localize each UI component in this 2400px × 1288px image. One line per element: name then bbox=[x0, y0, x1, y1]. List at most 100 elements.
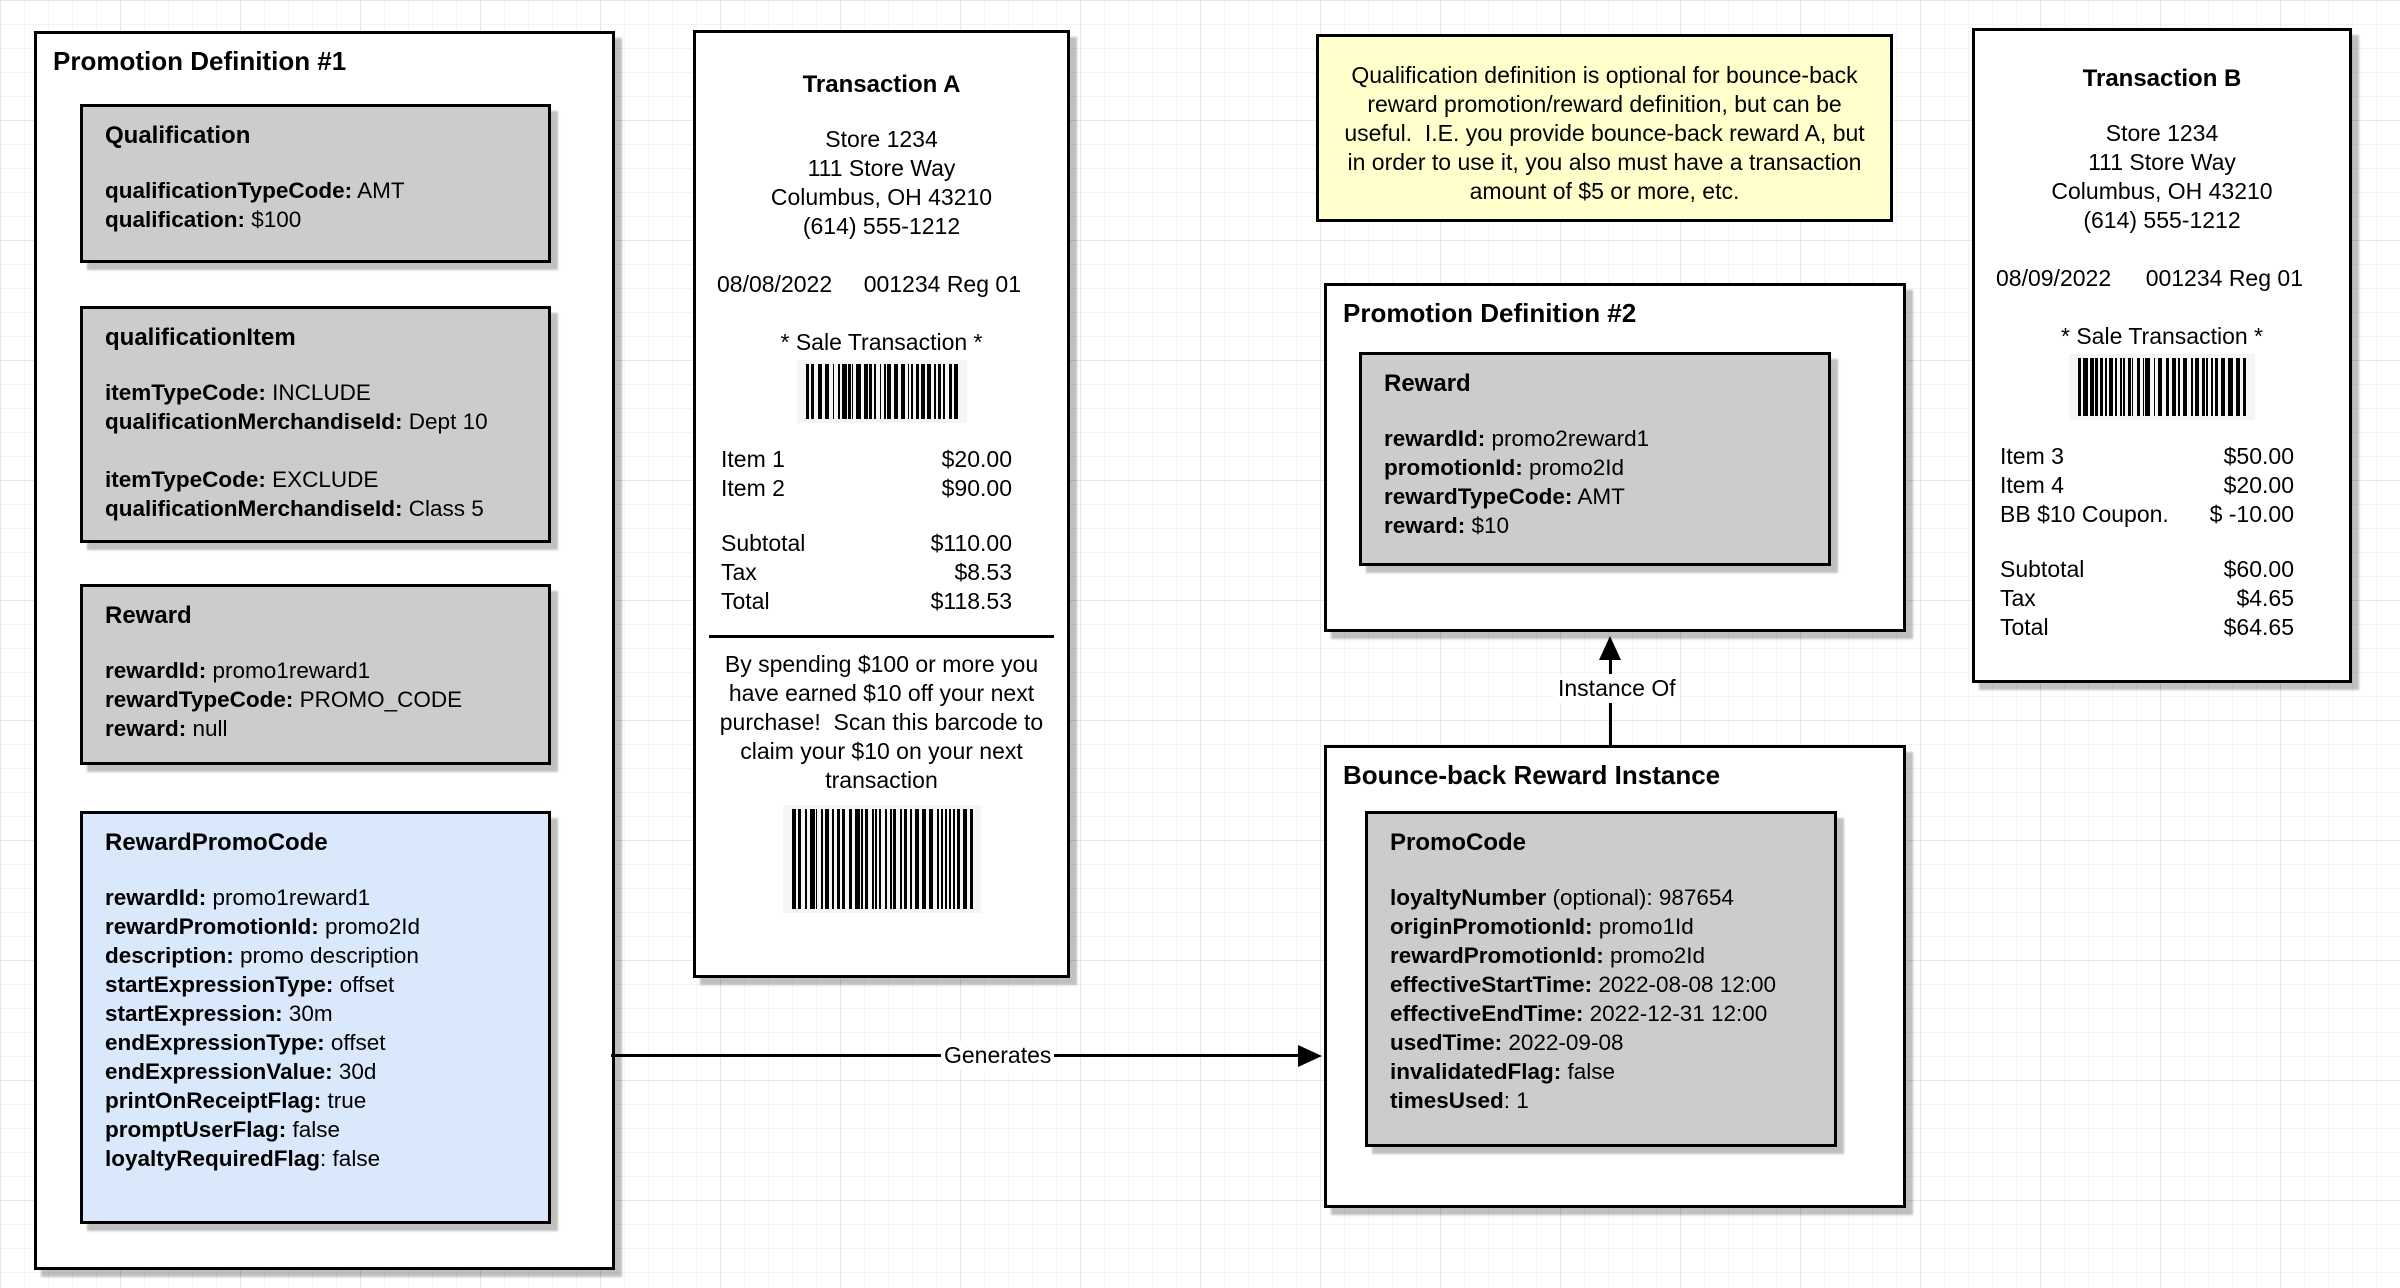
receipt-row-label: Total bbox=[721, 588, 770, 614]
reward-panel-1-fields: rewardId: promo1reward1 rewardTypeCode: P… bbox=[105, 656, 530, 743]
qualification-panel: Qualification qualificationTypeCode: AMT… bbox=[80, 104, 551, 263]
spacer bbox=[1975, 293, 2349, 322]
field-line: originPromotionId: promo1Id bbox=[1390, 914, 1694, 939]
promotion-definition-1-title: Promotion Definition #1 bbox=[53, 46, 347, 76]
qualification-panel-title: Qualification bbox=[105, 122, 251, 149]
transaction-a-sale-header: * Sale Transaction * bbox=[780, 329, 983, 355]
receipt-row-label: Item 4 bbox=[2000, 472, 2064, 498]
receipt-row-label: Total bbox=[2000, 614, 2049, 640]
field-line: qualificationMerchandiseId: Class 5 bbox=[105, 496, 484, 521]
field-line: timesUsed: 1 bbox=[1390, 1088, 1529, 1113]
spacer bbox=[1975, 93, 2349, 119]
transaction-b-receipt: Transaction B Store 1234 111 Store Way C… bbox=[1972, 28, 2352, 683]
receipt-row: BB $10 Coupon. $ -10.00 bbox=[2000, 500, 2294, 529]
receipt-row: Item 3$50.00 bbox=[2000, 442, 2294, 471]
field-line: description: promo description bbox=[105, 943, 419, 968]
field-line: startExpressionType: offset bbox=[105, 972, 395, 997]
spacer bbox=[1975, 235, 2349, 264]
receipt-row: Total$118.53 bbox=[721, 587, 1012, 616]
reward-promo-code-panel-title: RewardPromoCode bbox=[105, 829, 328, 856]
field-line: rewardPromotionId: promo2Id bbox=[1390, 943, 1706, 968]
field-line: loyaltyRequiredFlag: false bbox=[105, 1146, 381, 1171]
field-line: itemTypeCode: INCLUDE bbox=[105, 380, 371, 405]
transaction-b-address: Store 1234 111 Store Way Columbus, OH 43… bbox=[2051, 120, 2273, 233]
qualification-item-panel-title: qualificationItem bbox=[105, 324, 296, 351]
transaction-a-address: Store 1234 111 Store Way Columbus, OH 43… bbox=[770, 126, 993, 239]
receipt-row-amount: $110.00 bbox=[930, 530, 1012, 556]
receipt-row-amount: $4.65 bbox=[2236, 585, 2294, 611]
generates-arrow-label: Generates bbox=[941, 1041, 1055, 1070]
field-line: reward: null bbox=[105, 716, 228, 741]
field-line: rewardId: promo1reward1 bbox=[105, 658, 371, 683]
field-line: rewardTypeCode: PROMO_CODE bbox=[105, 687, 463, 712]
bounce-back-reward-instance-title: Bounce-back Reward Instance bbox=[1343, 760, 1721, 790]
transaction-a-title: Transaction A bbox=[802, 71, 961, 98]
transaction-b-register: 001234 Reg 01 bbox=[2145, 265, 2303, 291]
receipt-row: Item 2$90.00 bbox=[721, 474, 1012, 503]
spacer bbox=[696, 423, 1067, 445]
field-line: rewardId: promo2reward1 bbox=[1384, 426, 1650, 451]
receipt-row: Tax $4.65 bbox=[2000, 584, 2294, 613]
reward-panel-1: Reward rewardId: promo1reward1 rewardType… bbox=[80, 584, 551, 765]
field-line: promptUserFlag: false bbox=[105, 1117, 341, 1142]
bounce-back-reward-instance-box: Bounce-back Reward Instance PromoCode lo… bbox=[1324, 745, 1906, 1208]
receipt-row-label: BB $10 Coupon. bbox=[2000, 501, 2169, 527]
receipt-row-label: Item 1 bbox=[721, 446, 785, 472]
receipt-row-amount: $90.00 bbox=[941, 475, 1012, 501]
transaction-b-sale-header: * Sale Transaction * bbox=[2060, 323, 2263, 349]
field-line: startExpression: 30m bbox=[105, 1001, 333, 1026]
field-line: effectiveStartTime: 2022-08-08 12:00 bbox=[1390, 972, 1777, 997]
promotion-definition-2-box: Promotion Definition #2 Reward rewardId:… bbox=[1324, 283, 1906, 632]
field-line: qualificationTypeCode: AMT bbox=[105, 178, 405, 203]
promo-code-fields: loyaltyNumber (optional): 987654 originPr… bbox=[1390, 883, 1816, 1115]
instance-of-arrow-head bbox=[1599, 636, 1621, 660]
transaction-a-date: 08/08/2022 bbox=[717, 271, 833, 297]
spacer bbox=[1975, 529, 2349, 555]
spacer bbox=[696, 241, 1067, 270]
spacer bbox=[696, 299, 1067, 328]
field-line: printOnReceiptFlag: true bbox=[105, 1088, 367, 1113]
instance-of-arrow-label: Instance Of bbox=[1555, 674, 1679, 703]
transaction-barcode bbox=[796, 360, 967, 423]
receipt-row: Item 1 $20.00 bbox=[721, 445, 1012, 474]
receipt-row-label: Tax bbox=[2000, 585, 2036, 611]
reward-panel-2-title: Reward bbox=[1384, 370, 1471, 397]
transaction-a-register-line: 08/08/2022 001234 Reg 01 bbox=[696, 270, 1067, 299]
spacer bbox=[696, 99, 1067, 125]
promotion-definition-1-box: Promotion Definition #1 Qualification qu… bbox=[34, 31, 615, 1270]
field-line: itemTypeCode: EXCLUDE bbox=[105, 467, 379, 492]
transaction-a-receipt: Transaction A Store 1234 111 Store Way C… bbox=[693, 30, 1070, 978]
receipt-row-label: Subtotal bbox=[721, 530, 806, 556]
receipt-row-amount: $20.00 bbox=[941, 446, 1012, 472]
field-line: rewardId: promo1reward1 bbox=[105, 885, 371, 910]
receipt-row: Total $64.65 bbox=[2000, 613, 2294, 642]
receipt-divider bbox=[709, 635, 1054, 638]
receipt-row-amount: $8.53 bbox=[954, 559, 1012, 585]
receipt-row-amount: $60.00 bbox=[2223, 556, 2294, 582]
reward-promo-code-panel: RewardPromoCode rewardId: promo1reward1 r… bbox=[80, 811, 551, 1224]
qualification-item-panel: qualificationItem itemTypeCode: INCLUDE q… bbox=[80, 306, 551, 543]
receipt-row-amount: $ -10.00 bbox=[2209, 501, 2294, 527]
field-line: effectiveEndTime: 2022-12-31 12:00 bbox=[1390, 1001, 1768, 1026]
promo-code-panel: PromoCode loyaltyNumber (optional): 9876… bbox=[1365, 811, 1837, 1147]
receipt-row-amount: $64.65 bbox=[2223, 614, 2294, 640]
field-line: reward: $10 bbox=[1384, 513, 1510, 538]
receipt-row-amount: $20.00 bbox=[2223, 472, 2294, 498]
field-line: usedTime: 2022-09-08 bbox=[1390, 1030, 1624, 1055]
reward-panel-1-title: Reward bbox=[105, 602, 192, 629]
receipt-row: Tax$8.53 bbox=[721, 558, 1012, 587]
receipt-row-label: Item 3 bbox=[2000, 443, 2064, 469]
field-line: rewardPromotionId: promo2Id bbox=[105, 914, 421, 939]
field-line: endExpressionType: offset bbox=[105, 1030, 386, 1055]
receipt-row: Item 4 $20.00 bbox=[2000, 471, 2294, 500]
transaction-barcode bbox=[2069, 354, 2255, 420]
field-line: loyaltyNumber (optional): 987654 bbox=[1390, 885, 1734, 910]
field-spacer bbox=[105, 436, 530, 465]
generates-arrow-head bbox=[1298, 1045, 1322, 1067]
